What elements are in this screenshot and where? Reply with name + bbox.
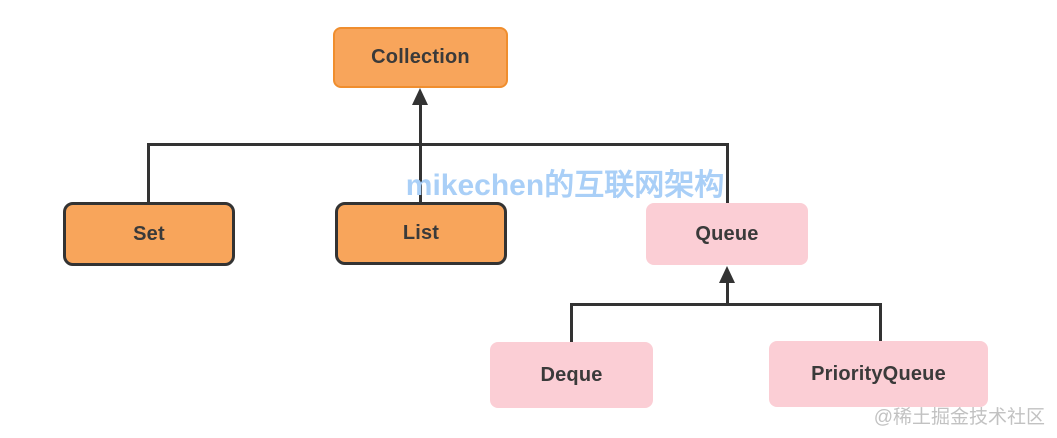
node-list-label: List — [402, 222, 440, 244]
node-collection-label: Collection — [371, 46, 470, 68]
edge-queue-connector — [726, 143, 729, 203]
node-queue: Queue — [646, 203, 808, 265]
node-deque-label: Deque — [540, 363, 603, 386]
center-watermark: mikechen的互联网架构 — [405, 169, 725, 202]
node-deque: Deque — [490, 342, 653, 408]
edge-top-horizontal-line — [147, 143, 728, 146]
edge-set-connector — [147, 143, 150, 202]
node-set: Set — [63, 202, 235, 266]
node-set-label: Set — [133, 222, 165, 245]
arrowhead-to-queue-icon — [719, 266, 735, 283]
arrowhead-to-collection-icon — [412, 88, 428, 105]
bottom-right-watermark: @稀土掘金技术社区 — [873, 407, 1045, 428]
edge-priorityqueue-connector — [879, 303, 882, 341]
node-collection: Collection — [333, 27, 508, 88]
node-priorityqueue: PriorityQueue — [769, 341, 988, 407]
edge-deque-connector — [570, 303, 573, 342]
node-priorityqueue-label: PriorityQueue — [811, 362, 946, 385]
edge-list-collection-shaft — [419, 102, 422, 202]
edge-queue-shaft — [726, 281, 729, 306]
node-queue-label: Queue — [695, 222, 759, 245]
node-list: List — [335, 202, 507, 265]
